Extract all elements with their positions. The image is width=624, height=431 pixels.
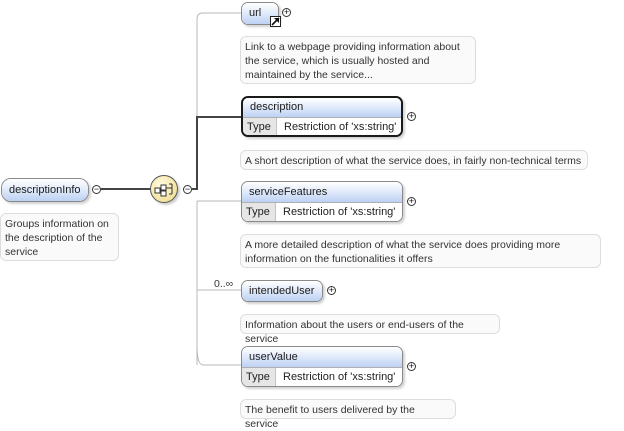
element-intendedUser-multiplicity: 0..∞ [214, 278, 234, 290]
type-label: Type [242, 203, 276, 221]
sequence-symbol [154, 183, 173, 197]
element-intendedUser-node[interactable]: intendedUser [241, 280, 323, 302]
sequence-branch-line [192, 12, 241, 366]
element-description-node[interactable]: description Type Restriction of 'xs:stri… [241, 96, 403, 137]
element-serviceFeatures-node[interactable]: serviceFeatures Type Restriction of 'xs:… [241, 181, 403, 222]
sequence-compositor-icon[interactable] [150, 175, 178, 203]
element-serviceFeatures-type-row: Type Restriction of 'xs:string' [242, 202, 402, 221]
element-description-annotation: A short description of what the service … [240, 150, 588, 170]
element-userValue-type-row: Type Restriction of 'xs:string' [242, 367, 402, 386]
type-label: Type [242, 368, 276, 386]
external-link-arrow [271, 17, 280, 26]
element-serviceFeatures-type-value: Restriction of 'xs:string' [276, 203, 402, 221]
element-description-label: description [243, 98, 401, 117]
element-intendedUser-annotation: Information about the users or end-users… [240, 314, 500, 345]
element-description-type-value: Restriction of 'xs:string' [277, 118, 401, 135]
element-userValue-label: userValue [242, 347, 402, 367]
element-intendedUser-label: intendedUser [242, 281, 322, 301]
element-serviceFeatures-label: serviceFeatures [242, 182, 402, 202]
element-description-expand-icon[interactable]: + [407, 111, 416, 121]
type-label: Type [243, 118, 277, 135]
element-url-node[interactable]: url [241, 2, 279, 25]
root-collapse-icon[interactable]: − [92, 184, 101, 194]
element-url-annotation: Link to a webpage providing information … [240, 36, 476, 84]
element-serviceFeatures-annotation: A more detailed description of what the … [240, 234, 601, 268]
element-userValue-node[interactable]: userValue Type Restriction of 'xs:string… [241, 346, 403, 387]
element-userValue-expand-icon[interactable]: + [407, 361, 416, 371]
root-annotation: Groups information on the description of… [0, 213, 119, 261]
external-link-icon[interactable] [270, 16, 281, 27]
element-intendedUser-expand-icon[interactable]: + [327, 285, 336, 295]
selected-branch-line [192, 116, 241, 190]
root-element-node[interactable]: descriptionInfo [1, 178, 89, 202]
element-serviceFeatures-expand-icon[interactable]: + [407, 196, 416, 206]
element-userValue-type-value: Restriction of 'xs:string' [276, 368, 402, 386]
root-element-label: descriptionInfo [2, 179, 88, 201]
element-userValue-annotation: The benefit to users delivered by the se… [240, 399, 456, 430]
sequence-collapse-icon[interactable]: − [183, 184, 192, 194]
element-url-expand-icon[interactable]: + [282, 7, 291, 17]
element-url-label: url [242, 3, 278, 24]
element-description-type-row: Type Restriction of 'xs:string' [243, 117, 401, 135]
